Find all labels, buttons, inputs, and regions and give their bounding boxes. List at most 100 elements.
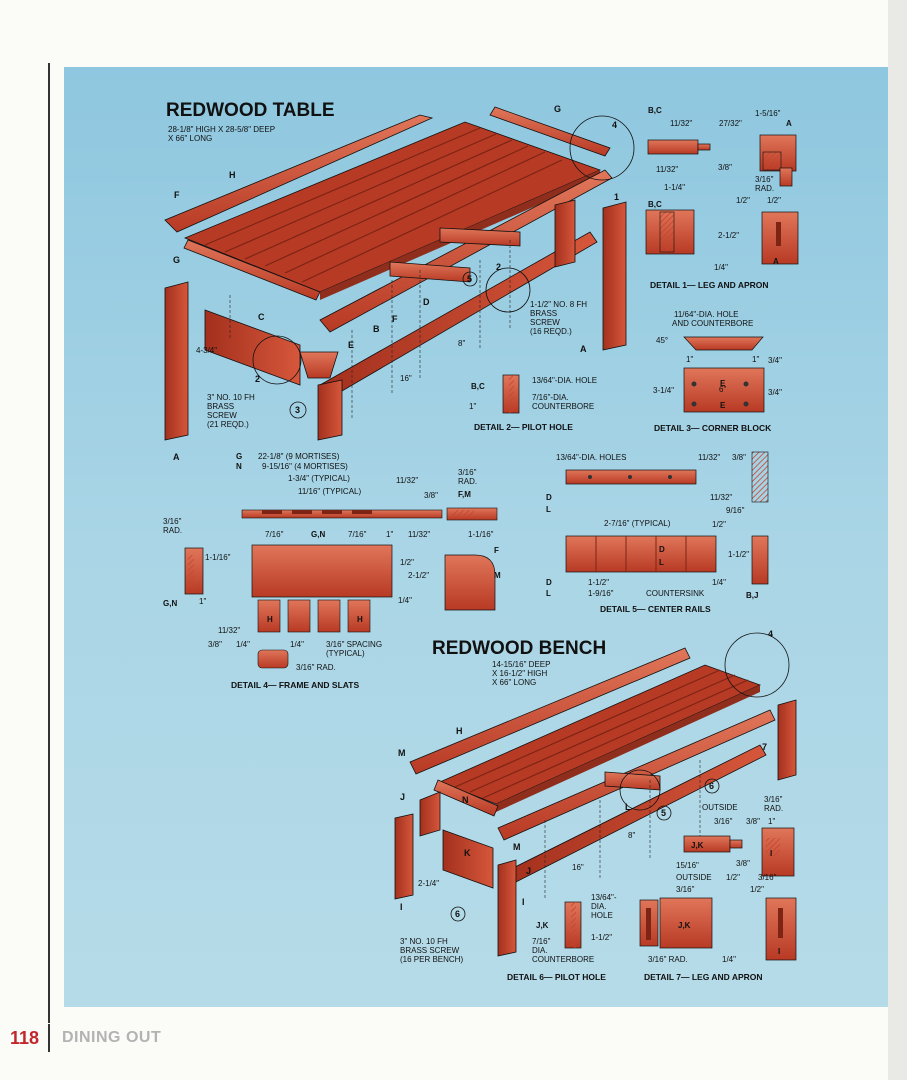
detail-6-pilot-hole: 13/64"- DIA. HOLE J,K 7/16" DIA. COUNTER… — [507, 893, 617, 982]
svg-text:2-7/16" (TYPICAL): 2-7/16" (TYPICAL) — [604, 519, 671, 528]
svg-text:3/16": 3/16" — [676, 885, 695, 894]
detail-2-caption: DETAIL 2— PILOT HOLE — [474, 422, 573, 432]
svg-text:1/4": 1/4" — [722, 955, 736, 964]
table-assembly: REDWOOD TABLE 28-1/8" HIGH X 28-5/8" DEE… — [164, 100, 635, 462]
bench-spec-line1: 14-15/16" DEEP — [492, 660, 550, 669]
page-edge — [888, 0, 907, 1080]
footer-separator — [48, 1024, 50, 1052]
svg-text:B,J: B,J — [746, 591, 758, 600]
table-screw-large-label: 1-1/2" NO. 8 FH BRASS SCREW (16 REQD.) — [530, 300, 587, 336]
svg-text:B,C: B,C — [648, 106, 662, 115]
bench-callout-7: 7 — [762, 742, 767, 752]
bench-title: REDWOOD BENCH — [432, 638, 606, 659]
detail-1-leg-and-apron: B,C 11/32" 27/32" 1-5/16" A 11/32" 3/8" … — [645, 106, 799, 290]
svg-text:DIA.: DIA. — [591, 902, 607, 911]
page-number: 118 — [10, 1028, 40, 1048]
svg-text:BRASS: BRASS — [530, 309, 557, 318]
svg-text:RAD.: RAD. — [163, 526, 182, 535]
svg-text:3" NO. 10 FH: 3" NO. 10 FH — [207, 393, 255, 402]
bench-slats — [438, 664, 762, 812]
table-leg-a2 — [317, 379, 343, 441]
svg-text:3/4": 3/4" — [768, 388, 782, 397]
svg-text:H: H — [267, 615, 273, 624]
bench-leg-i3 — [777, 699, 797, 781]
table-spec-line2: X 66" LONG — [168, 134, 212, 143]
table-label-f2: F — [392, 314, 398, 324]
table-end-g-right — [489, 106, 611, 157]
bench-label-h: H — [456, 726, 463, 736]
detail-4-frame-and-slats: G 22-1/8" (9 MORTISES) N 9-15/16" (4 MOR… — [163, 452, 501, 690]
table-label-b: B — [373, 324, 380, 334]
svg-text:F: F — [494, 546, 499, 555]
svg-text:COUNTERSINK: COUNTERSINK — [646, 589, 705, 598]
svg-text:OUTSIDE: OUTSIDE — [676, 873, 712, 882]
table-leg-a1 — [164, 281, 189, 441]
svg-text:22-1/8" (9 MORTISES): 22-1/8" (9 MORTISES) — [258, 452, 340, 461]
svg-text:1/4": 1/4" — [398, 596, 412, 605]
bench-dim-8: 8" — [628, 831, 635, 840]
svg-text:1-1/16": 1-1/16" — [468, 530, 494, 539]
table-label-h: H — [229, 170, 236, 180]
table-label-d: D — [423, 297, 430, 307]
svg-text:BRASS: BRASS — [207, 402, 234, 411]
table-leg-a4 — [554, 199, 576, 268]
svg-text:SCREW: SCREW — [530, 318, 560, 327]
table-screw-small-label: 3" NO. 10 FH BRASS SCREW (21 REQD.) — [207, 393, 255, 429]
detail-1-caption: DETAIL 1— LEG AND APRON — [650, 280, 769, 290]
svg-text:6": 6" — [719, 385, 726, 394]
svg-text:11/32": 11/32" — [218, 626, 240, 635]
svg-text:M: M — [494, 571, 501, 580]
bench-label-n: N — [462, 795, 469, 805]
bench-label-j: J — [400, 792, 405, 802]
table-callout-5: 5 — [467, 274, 472, 284]
table-end-g-left — [183, 239, 321, 301]
bench-label-i2: I — [400, 902, 403, 912]
svg-text:9-15/16" (4 MORTISES): 9-15/16" (4 MORTISES) — [262, 462, 348, 471]
detail-7-caption: DETAIL 7— LEG AND APRON — [644, 972, 763, 982]
svg-text:13/64"-DIA. HOLE: 13/64"-DIA. HOLE — [532, 376, 597, 385]
bench-callout-5: 5 — [661, 808, 666, 818]
svg-text:3/16": 3/16" — [758, 873, 777, 882]
svg-text:1-1/2": 1-1/2" — [728, 550, 749, 559]
svg-text:3/16": 3/16" — [458, 468, 477, 477]
svg-text:3/4": 3/4" — [768, 356, 782, 365]
svg-text:J,K: J,K — [536, 921, 549, 930]
svg-text:1/2": 1/2" — [750, 885, 764, 894]
svg-text:I: I — [778, 947, 780, 956]
table-rail-d — [389, 261, 471, 283]
svg-text:RAD.: RAD. — [458, 477, 477, 486]
svg-text:(TYPICAL): (TYPICAL) — [326, 649, 365, 658]
detail-7-leg-and-apron: 3/16" RAD. OUTSIDE 3/16" 3/8" 1" J,K 15/… — [639, 795, 797, 982]
svg-text:1-1/16": 1-1/16" — [205, 553, 231, 562]
svg-text:A: A — [773, 257, 779, 266]
svg-text:E: E — [720, 379, 726, 388]
svg-text:1/2": 1/2" — [712, 520, 726, 529]
bench-callout-4: 4 — [768, 629, 773, 639]
table-apron-c — [204, 309, 301, 386]
svg-text:B,C: B,C — [471, 382, 485, 391]
svg-text:3-1/4": 3-1/4" — [653, 386, 674, 395]
bench-leg-i2 — [497, 859, 517, 957]
svg-text:1-1/4": 1-1/4" — [664, 183, 685, 192]
svg-text:9/16": 9/16" — [726, 506, 745, 515]
svg-text:G,N: G,N — [163, 599, 177, 608]
detail-6-caption: DETAIL 6— PILOT HOLE — [507, 972, 606, 982]
svg-text:N: N — [236, 462, 242, 471]
svg-text:3/8": 3/8" — [732, 453, 746, 462]
svg-text:1": 1" — [386, 530, 393, 539]
bench-screw-label: 3" NO. 10 FH BRASS SCREW (16 PER BENCH) — [400, 937, 463, 964]
detail-5-caption: DETAIL 5— CENTER RAILS — [600, 604, 711, 614]
svg-text:1/4": 1/4" — [714, 263, 728, 272]
table-label-e: E — [348, 340, 354, 350]
table-label-g2: G — [554, 104, 561, 114]
svg-text:(21 REQD.): (21 REQD.) — [207, 420, 249, 429]
svg-text:G: G — [236, 452, 242, 461]
svg-text:3/16" SPACING: 3/16" SPACING — [326, 640, 382, 649]
table-apron-f-front — [319, 169, 613, 333]
svg-text:1/4": 1/4" — [712, 578, 726, 587]
svg-text:COUNTERBORE: COUNTERBORE — [532, 402, 594, 411]
bench-end-n — [433, 779, 499, 817]
svg-text:11/32": 11/32" — [670, 119, 692, 128]
svg-text:1/2": 1/2" — [767, 196, 781, 205]
